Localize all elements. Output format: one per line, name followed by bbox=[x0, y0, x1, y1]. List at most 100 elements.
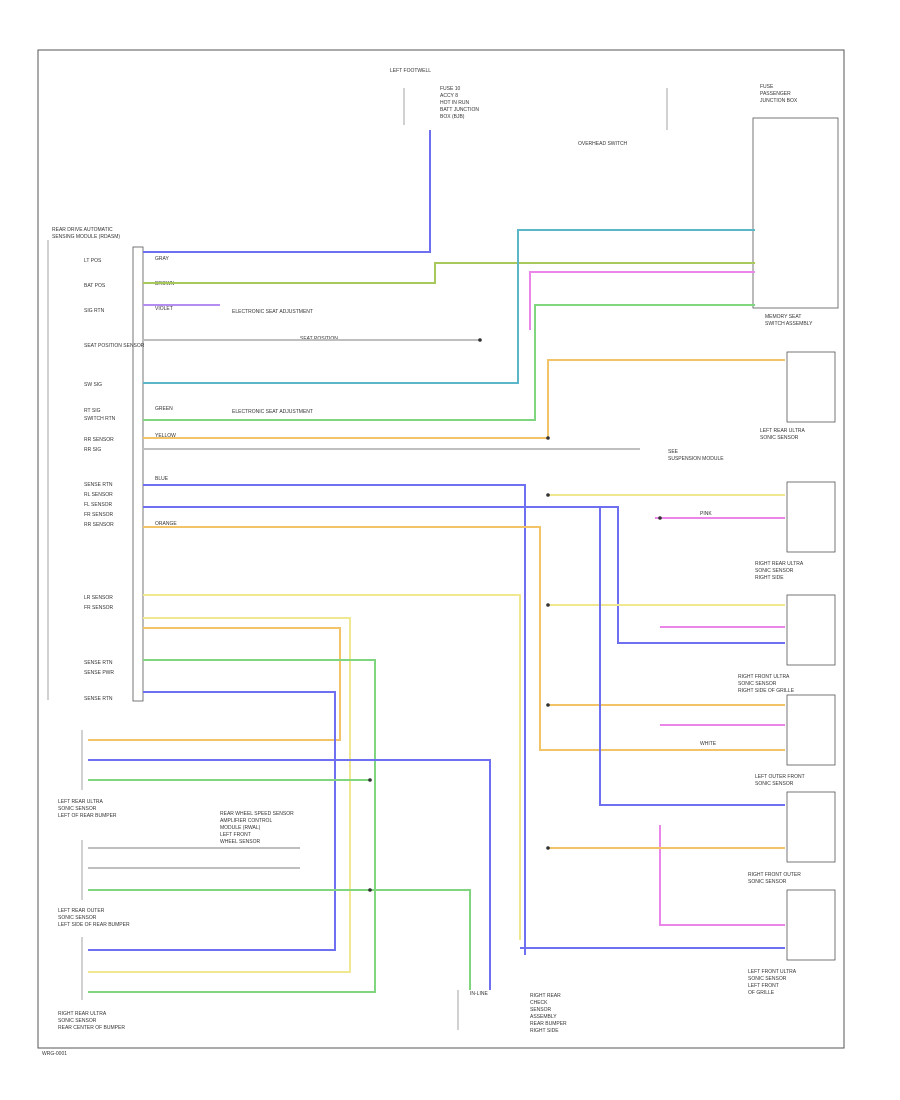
bottom-connector-line: RIGHT REAR bbox=[530, 993, 561, 999]
wire-blue-7 bbox=[88, 759, 491, 990]
bottom-connector-line: ASSEMBLY bbox=[530, 1014, 557, 1020]
bottom-connector-line: REAR BUMPER bbox=[530, 1021, 567, 1027]
sensor-title: RIGHT FRONT ULTRA bbox=[738, 674, 790, 680]
bottom-connector-title: IN-LINE bbox=[470, 991, 488, 997]
splice-dot bbox=[368, 888, 372, 892]
sensor-title: SONIC SENSOR bbox=[748, 879, 787, 885]
module-pin-label: SWITCH RTN bbox=[84, 416, 116, 422]
module-pin-label: FL SENSOR bbox=[84, 502, 113, 508]
sensor-title: SONIC SENSOR bbox=[760, 435, 799, 441]
wire-blue-2 bbox=[143, 484, 526, 955]
module-pin-label: RR SENSOR bbox=[84, 522, 114, 528]
sensor-title: OF GRILLE bbox=[748, 990, 775, 996]
left-sensor-title: SONIC SENSOR bbox=[58, 1018, 97, 1024]
module-pin-label: FR SENSOR bbox=[84, 512, 114, 518]
wire-label: YELLOW bbox=[155, 433, 176, 439]
module-pin-label: SENSE RTN bbox=[84, 696, 113, 702]
fuse-panel: FUSE PASSENGER JUNCTION BOX OVERHEAD SWI… bbox=[578, 84, 839, 327]
header-switch-caption-1: MEMORY SEAT bbox=[765, 314, 801, 320]
splice-dot bbox=[478, 338, 482, 342]
note-text: SUSPENSION MODULE bbox=[668, 456, 724, 462]
sensor-title: LEFT OUTER FRONT bbox=[755, 774, 805, 780]
shield-note-line: WHEEL SENSOR bbox=[220, 839, 260, 845]
left-sensor-title: SONIC SENSOR bbox=[58, 915, 97, 921]
sensor-title: SONIC SENSOR bbox=[755, 781, 794, 787]
left-sensor-title: RIGHT REAR ULTRA bbox=[58, 1011, 107, 1017]
wire-orange-2 bbox=[143, 526, 785, 751]
wire-orange bbox=[143, 359, 785, 439]
sensor-title: SONIC SENSOR bbox=[748, 976, 787, 982]
fuse-panel-line: PASSENGER bbox=[760, 91, 791, 97]
fuse-panel-title: FUSE bbox=[760, 84, 774, 90]
header-switch-caption-2: SWITCH ASSEMBLY bbox=[765, 321, 813, 327]
top-connector-line: ACCY 8 bbox=[440, 93, 458, 99]
note-text: ELECTRONIC SEAT ADJUSTMENT bbox=[232, 309, 313, 315]
bottom-connector: IN-LINE RIGHT REAR CHECK SENSOR ASSEMBLY… bbox=[457, 990, 567, 1034]
module-pin-label: SEAT POSITION SENSOR bbox=[84, 343, 145, 349]
wire-label: WHITE bbox=[700, 741, 717, 747]
wire-green-2 bbox=[88, 659, 376, 993]
wire-olive bbox=[143, 262, 755, 284]
shield-note: REAR WHEEL SPEED SENSOR AMPLIFIER CONTRO… bbox=[220, 811, 294, 845]
wire-orange-5 bbox=[88, 627, 341, 741]
left-sensor-title: SONIC SENSOR bbox=[58, 806, 97, 812]
splice-dot bbox=[546, 493, 550, 497]
left-sensor-title: LEFT OF REAR BUMPER bbox=[58, 813, 117, 819]
sensor-title: LEFT FRONT bbox=[748, 983, 779, 989]
wire-label: PINK bbox=[700, 511, 712, 517]
wire-blue bbox=[143, 130, 431, 253]
top-connector: LEFT FOOTWELL FUSE 10 ACCY 8 HOT IN RUN … bbox=[390, 68, 479, 125]
module-pin-label: SIG RTN bbox=[84, 308, 105, 314]
sensor-title: SONIC SENSOR bbox=[755, 568, 794, 574]
fuse-panel-line: JUNCTION BOX bbox=[760, 98, 798, 104]
module-pin-label: RR SENSOR bbox=[84, 437, 114, 443]
wire-label: GRAY bbox=[155, 256, 169, 262]
splice-dot bbox=[368, 778, 372, 782]
wire-yellow-4 bbox=[88, 617, 351, 973]
wire-teal bbox=[143, 229, 755, 384]
wire-pink-top bbox=[529, 271, 755, 330]
module-title-1: REAR DRIVE AUTOMATIC bbox=[52, 227, 113, 233]
top-connector-line: BATT JUNCTION bbox=[440, 107, 479, 113]
module-pin-label: FR SENSOR bbox=[84, 605, 114, 611]
left-sensors: LEFT REAR ULTRA SONIC SENSOR LEFT OF REA… bbox=[58, 730, 130, 1031]
left-sensor-title: LEFT REAR ULTRA bbox=[58, 799, 103, 805]
top-connector-title: LEFT FOOTWELL bbox=[390, 68, 431, 74]
module-pin-label: LR SENSOR bbox=[84, 595, 113, 601]
wires bbox=[88, 130, 785, 993]
top-connector-line: FUSE 10 bbox=[440, 86, 461, 92]
sensor-title: LEFT FRONT ULTRA bbox=[748, 969, 797, 975]
wire-pink-4 bbox=[659, 825, 785, 926]
bottom-connector-line: RIGHT SIDE bbox=[530, 1028, 559, 1034]
sensor-title: SONIC SENSOR bbox=[738, 681, 777, 687]
left-sensor-title: LEFT REAR OUTER bbox=[58, 908, 105, 914]
right-sensors: LEFT REAR ULTRA SONIC SENSOR RIGHT REAR … bbox=[738, 351, 836, 996]
splice-dot bbox=[546, 436, 550, 440]
wire-label: VIOLET bbox=[155, 306, 173, 312]
module-pin-label: BAT POS bbox=[84, 283, 106, 289]
wire-label: GREEN bbox=[155, 406, 173, 412]
module-title-2: SENSING MODULE (RDASM) bbox=[52, 234, 120, 240]
note-text: ELECTRONIC SEAT ADJUSTMENT bbox=[232, 409, 313, 415]
sensor-title: RIGHT SIDE bbox=[755, 575, 784, 581]
sensor-title: RIGHT FRONT OUTER bbox=[748, 872, 801, 878]
shield-note-line: AMPLIFIER CONTROL bbox=[220, 818, 272, 824]
sensor-title: RIGHT REAR ULTRA bbox=[755, 561, 804, 567]
sensor-title: RIGHT SIDE OF GRILLE bbox=[738, 688, 795, 694]
module-pin-label: SENSE PWR bbox=[84, 670, 114, 676]
module-pin-label: RL SENSOR bbox=[84, 492, 113, 498]
module-pin-label: RT SIG bbox=[84, 408, 101, 414]
corner-code: WRG-0001 bbox=[42, 1051, 67, 1057]
module-pin-label: RR SIG bbox=[84, 447, 101, 453]
sensor-title: LEFT REAR ULTRA bbox=[760, 428, 805, 434]
wire-blue-6 bbox=[88, 691, 336, 951]
shield-note-line: MODULE (RWAL) bbox=[220, 825, 261, 831]
module-pin-label: LT POS bbox=[84, 258, 102, 264]
wire-label: ORANGE bbox=[155, 521, 177, 527]
module-pin-label: SW SIG bbox=[84, 382, 102, 388]
left-sensor-title: REAR CENTER OF BUMPER bbox=[58, 1025, 125, 1031]
bottom-connector-line: SENSOR bbox=[530, 1007, 552, 1013]
shield-note-line: REAR WHEEL SPEED SENSOR bbox=[220, 811, 294, 817]
splice-dot bbox=[658, 516, 662, 520]
